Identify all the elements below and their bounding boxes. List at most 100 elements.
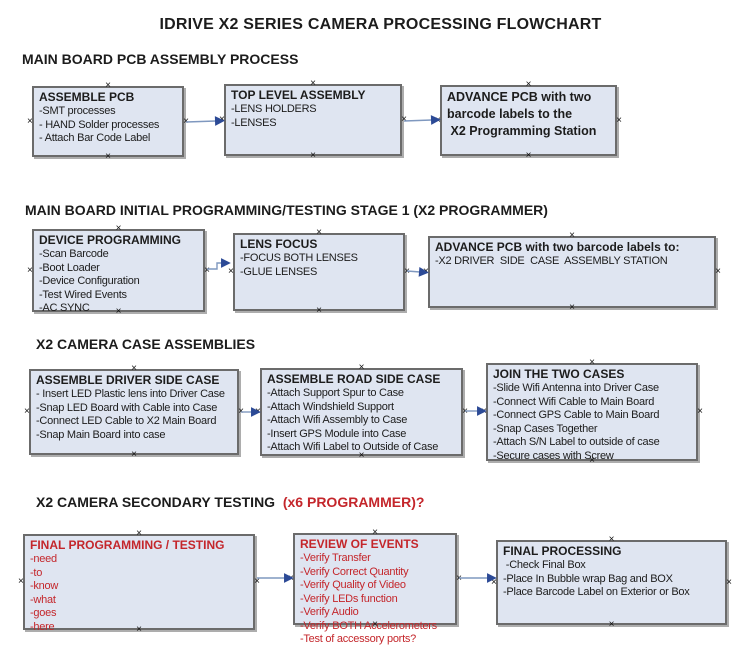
connector-handle-icon: × bbox=[27, 264, 33, 276]
box-title: FINAL PROCESSING bbox=[503, 544, 622, 558]
box-item: -LENSES bbox=[231, 116, 277, 129]
section-heading-secondary-testing-red: (x6 PROGRAMMER)? bbox=[278, 494, 425, 510]
box-assemble-pcb: ASSEMBLE PCB -SMT processes - HAND Solde… bbox=[27, 81, 189, 162]
box-item: -Test Wired Events bbox=[39, 288, 127, 301]
box-item: -LENS HOLDERS bbox=[231, 103, 317, 115]
box-item: -Verify LEDs function bbox=[300, 592, 398, 605]
box-item: -AC SYNC bbox=[39, 302, 90, 314]
box-item: -need bbox=[30, 553, 57, 565]
box-title: LENS FOCUS bbox=[240, 237, 318, 251]
section-heading-pcb-assembly: MAIN BOARD PCB ASSEMBLY PROCESS bbox=[22, 51, 299, 67]
box-top-level-assembly: TOP LEVEL ASSEMBLY -LENS HOLDERS -LENSES… bbox=[219, 78, 407, 161]
box-item: -Place Barcode Label on Exterior or Box bbox=[503, 586, 690, 598]
box-item: -what bbox=[30, 593, 56, 606]
box-item: -FOCUS BOTH LENSES bbox=[240, 252, 358, 264]
section-heading-secondary-testing: X2 CAMERA SECONDARY TESTING (x6 PROGRAMM… bbox=[36, 494, 424, 510]
connector-handle-icon: × bbox=[27, 115, 33, 127]
box-item: -SMT processes bbox=[39, 105, 116, 117]
connector-handle-icon: × bbox=[435, 114, 441, 126]
box-item: -Connect Wifi Cable to Main Board bbox=[493, 395, 655, 408]
box-item: -Check Final Box bbox=[503, 559, 586, 571]
box-title: REVIEW OF EVENTS bbox=[300, 537, 419, 551]
box-title: DEVICE PROGRAMMING bbox=[39, 233, 182, 247]
box-item: -Scan Barcode bbox=[39, 248, 109, 260]
box-item: - Insert LED Plastic lens into Driver Ca… bbox=[36, 388, 225, 400]
arrow-toplevel-to-advance bbox=[403, 115, 441, 125]
connector-handle-icon: × bbox=[310, 78, 316, 89]
arrow-device-to-lensfocus bbox=[207, 258, 231, 270]
box-title: TOP LEVEL ASSEMBLY bbox=[231, 88, 366, 102]
section-heading-initial-programming: MAIN BOARD INITIAL PROGRAMMING/TESTING S… bbox=[25, 202, 548, 218]
box-item: -know bbox=[30, 580, 59, 592]
connector-handle-icon: × bbox=[462, 406, 468, 417]
box-item: -Place In Bubble wrap Bag and BOX bbox=[503, 572, 673, 585]
box-item: -Snap LED Board with Cable into Case bbox=[36, 401, 218, 414]
box-assemble-driver-side-case: ASSEMBLE DRIVER SIDE CASE - Insert LED P… bbox=[24, 364, 244, 460]
box-join-two-cases: JOIN THE TWO CASES -Slide Wifi Antenna i… bbox=[481, 357, 703, 466]
box-item: -Verify Correct Quantity bbox=[300, 565, 409, 578]
box-lens-focus: LENS FOCUS -FOCUS BOTH LENSES -GLUE LENS… bbox=[228, 227, 410, 316]
box-item: -Test of accessory ports? bbox=[300, 633, 417, 645]
arrow-assemble-to-toplevel bbox=[185, 116, 225, 126]
connector-handle-icon: × bbox=[288, 573, 294, 584]
connector-handle-icon: × bbox=[310, 150, 316, 161]
connector-handle-icon: × bbox=[238, 406, 244, 417]
connector-handle-icon: × bbox=[589, 357, 595, 368]
box-title: ASSEMBLE ROAD SIDE CASE bbox=[267, 372, 441, 386]
box-title: ASSEMBLE DRIVER SIDE CASE bbox=[36, 373, 220, 387]
connector-handle-icon: × bbox=[715, 266, 721, 277]
connector-handle-icon: × bbox=[316, 305, 322, 316]
connector-handle-icon: × bbox=[525, 150, 532, 161]
connector-handle-icon: × bbox=[316, 227, 322, 238]
box-item: -Connect LED Cable to X2 Main Board bbox=[36, 415, 217, 427]
box-title: ADVANCE PCB with two barcode labels to t… bbox=[447, 90, 597, 138]
box-title: ADVANCE PCB with two barcode labels to: bbox=[435, 240, 680, 254]
connector-handle-icon: × bbox=[491, 576, 497, 588]
connector-handle-icon: × bbox=[481, 406, 487, 417]
box-device-programming: DEVICE PROGRAMMING -Scan Barcode -Boot L… bbox=[27, 223, 210, 317]
connector-handle-icon: × bbox=[24, 406, 30, 417]
connector-handle-icon: × bbox=[219, 114, 225, 125]
connector-handle-icon: × bbox=[372, 527, 378, 538]
connector-handle-icon: × bbox=[697, 406, 703, 417]
connector-handle-icon: × bbox=[569, 302, 575, 313]
box-item: -Attach Support Spur to Case bbox=[267, 387, 404, 399]
connector-handle-icon: × bbox=[401, 114, 407, 125]
arrow-lensfocus-to-advance bbox=[406, 267, 429, 277]
box-item: -Verify BOTH Accelerometers bbox=[300, 619, 437, 632]
box-item: -Attach Wifi Label to Outside of Case bbox=[267, 441, 439, 453]
connector-handle-icon: × bbox=[608, 534, 615, 545]
box-item: -Slide Wifi Antenna into Driver Case bbox=[493, 382, 659, 394]
box-title: ASSEMBLE PCB bbox=[39, 90, 135, 104]
connector-handle-icon: × bbox=[608, 619, 615, 630]
box-item: -Attach Wifi Assembly to Case bbox=[267, 414, 408, 426]
box-item: -Device Configuration bbox=[39, 275, 140, 287]
box-item: - HAND Solder processes bbox=[39, 118, 160, 131]
box-item: -GLUE LENSES bbox=[240, 265, 318, 278]
connector-handle-icon: × bbox=[255, 406, 261, 417]
box-item: -Verify Audio bbox=[300, 606, 359, 618]
box-item: -Connect GPS Cable to Main Board bbox=[493, 409, 660, 421]
connector-handle-icon: × bbox=[228, 266, 234, 277]
box-item: -Verify Quality of Video bbox=[300, 579, 406, 591]
connector-handle-icon: × bbox=[616, 114, 622, 126]
box-review-of-events: REVIEW OF EVENTS -Verify Transfer -Verif… bbox=[288, 527, 462, 646]
box-item: -Snap Main Board into case bbox=[36, 428, 166, 441]
connector-handle-icon: × bbox=[105, 151, 111, 162]
box-final-processing: FINAL PROCESSING -Check Final Box -Place… bbox=[491, 534, 732, 630]
connector-handle-icon: × bbox=[115, 223, 122, 234]
box-title: FINAL PROGRAMMING / TESTING bbox=[30, 538, 225, 552]
connector-handle-icon: × bbox=[423, 266, 429, 277]
box-advance-pcb-driver-station: ADVANCE PCB with two barcode labels to: … bbox=[423, 231, 721, 313]
box-title: JOIN THE TWO CASES bbox=[493, 367, 625, 381]
connector-handle-icon: × bbox=[204, 264, 210, 276]
connector-handle-icon: × bbox=[136, 528, 142, 539]
box-item: -Insert GPS Module into Case bbox=[267, 427, 407, 440]
connector-handle-icon: × bbox=[525, 79, 532, 90]
connector-handle-icon: × bbox=[726, 576, 732, 588]
box-final-programming-testing: FINAL PROGRAMMING / TESTING -need -to -k… bbox=[18, 528, 260, 635]
connector-handle-icon: × bbox=[18, 576, 24, 587]
box-item: -to bbox=[30, 566, 43, 579]
connector-handle-icon: × bbox=[131, 449, 137, 460]
